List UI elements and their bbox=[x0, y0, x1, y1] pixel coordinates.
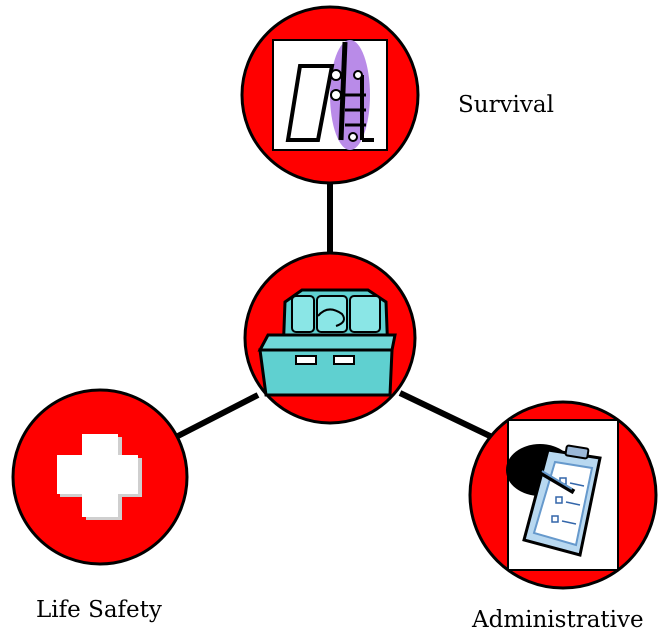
connector-center-administrative bbox=[398, 390, 494, 440]
administrative-label: Administrative bbox=[472, 607, 644, 633]
survival-node[interactable] bbox=[240, 5, 420, 185]
white-cross-icon bbox=[57, 434, 142, 520]
administrative-node[interactable] bbox=[468, 400, 658, 590]
toolbox-icon bbox=[257, 288, 397, 397]
clipboard-checklist-icon bbox=[506, 419, 619, 571]
door-and-ladder-icon bbox=[272, 39, 388, 151]
connector-center-life-safety bbox=[174, 392, 260, 440]
center-node[interactable] bbox=[243, 251, 417, 425]
survival-label: Survival bbox=[458, 92, 554, 118]
life-safety-node[interactable] bbox=[11, 388, 189, 566]
life-safety-label: Life Safety bbox=[36, 597, 162, 623]
